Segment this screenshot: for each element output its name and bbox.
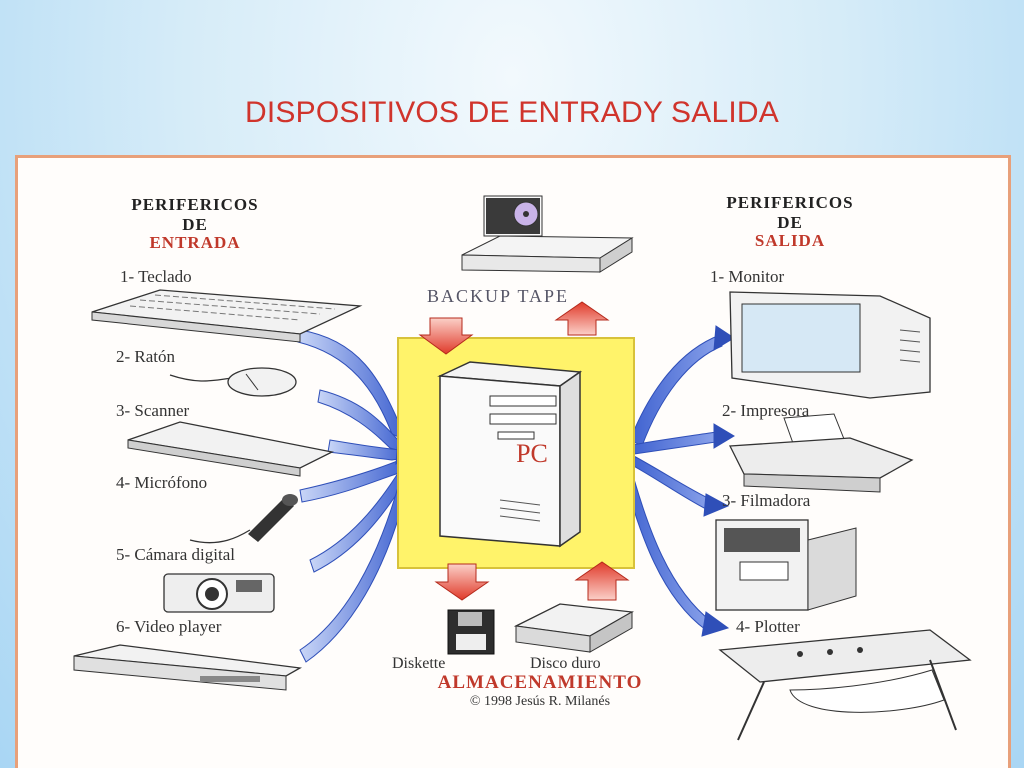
input-header-line3: ENTRADA [149, 233, 240, 252]
output-label-plotter: 4- Plotter [736, 617, 800, 636]
red-arrow-backup-out [554, 301, 610, 336]
output-header-line2: DE [777, 213, 803, 232]
storage-title: ALMACENAMIENTO [438, 672, 643, 693]
input-header: PERIFERICOS DE ENTRADA [131, 195, 258, 252]
film-recorder-icon [715, 519, 857, 611]
output-header-line3: SALIDA [755, 231, 825, 250]
input-label-microfono: 4- Micrófono [116, 473, 207, 492]
arrow-head-impresora [713, 423, 735, 449]
pc-label: PC [516, 439, 548, 468]
arrow-monitor [629, 334, 723, 447]
arrow-plotter [621, 464, 713, 631]
storage-label-disco: Disco duro [530, 655, 601, 672]
camera-icon [163, 573, 275, 613]
input-header-line2: DE [182, 215, 208, 234]
input-header-line1: PERIFERICOS [131, 195, 258, 214]
slide-title: DISPOSITIVOS DE ENTRADY SALIDA [245, 96, 779, 129]
microphone-icon [189, 494, 298, 544]
output-label-filmadora: 3- Filmadora [722, 491, 811, 510]
output-device-list: 1- Monitor 2- Impresora 3- Filmadora 4- … [710, 267, 811, 636]
hard-disk-icon [513, 603, 635, 653]
red-arrow-storage-out [574, 561, 630, 601]
output-header-line1: PERIFERICOS [726, 193, 853, 212]
red-arrow-storage-in [434, 563, 490, 601]
input-label-camara: 5- Cámara digital [116, 545, 235, 564]
keyboard-icon [91, 289, 363, 343]
input-label-raton: 2- Ratón [116, 347, 176, 366]
input-device-list: 1- Teclado 2- Ratón 3- Scanner 4- Micróf… [116, 267, 235, 636]
monitor-icon [729, 291, 931, 399]
plotter-icon [718, 629, 972, 741]
arrow-head-plotter [701, 611, 730, 637]
backup-tape-icon [461, 195, 634, 273]
backup-label: BACKUP TAPE [427, 286, 569, 306]
output-label-monitor: 1- Monitor [710, 267, 784, 286]
input-flow-arrows [297, 329, 413, 663]
video-player-icon [73, 644, 303, 691]
output-header: PERIFERICOS DE SALIDA [726, 193, 853, 250]
arrow-head-monitor [713, 325, 735, 351]
output-label-impresora: 2- Impresora [722, 401, 810, 420]
storage-label-diskette: Diskette [392, 655, 445, 672]
scanner-icon [127, 421, 334, 477]
copyright-credit: © 1998 Jesús R. Milanés [470, 694, 610, 709]
input-label-teclado: 1- Teclado [120, 267, 192, 286]
red-arrow-backup-in [418, 317, 474, 355]
pc-tower-illustration [437, 361, 583, 548]
red-arrows [418, 301, 630, 601]
input-label-video: 6- Video player [116, 617, 222, 636]
printer-icon [728, 413, 914, 493]
diskette-icon [447, 609, 495, 655]
input-label-scanner: 3- Scanner [116, 401, 190, 420]
mouse-icon [169, 367, 297, 397]
arrow-filmadora [629, 454, 713, 511]
arrow-teclado [297, 329, 406, 441]
arrow-head-filmadora [703, 493, 730, 517]
